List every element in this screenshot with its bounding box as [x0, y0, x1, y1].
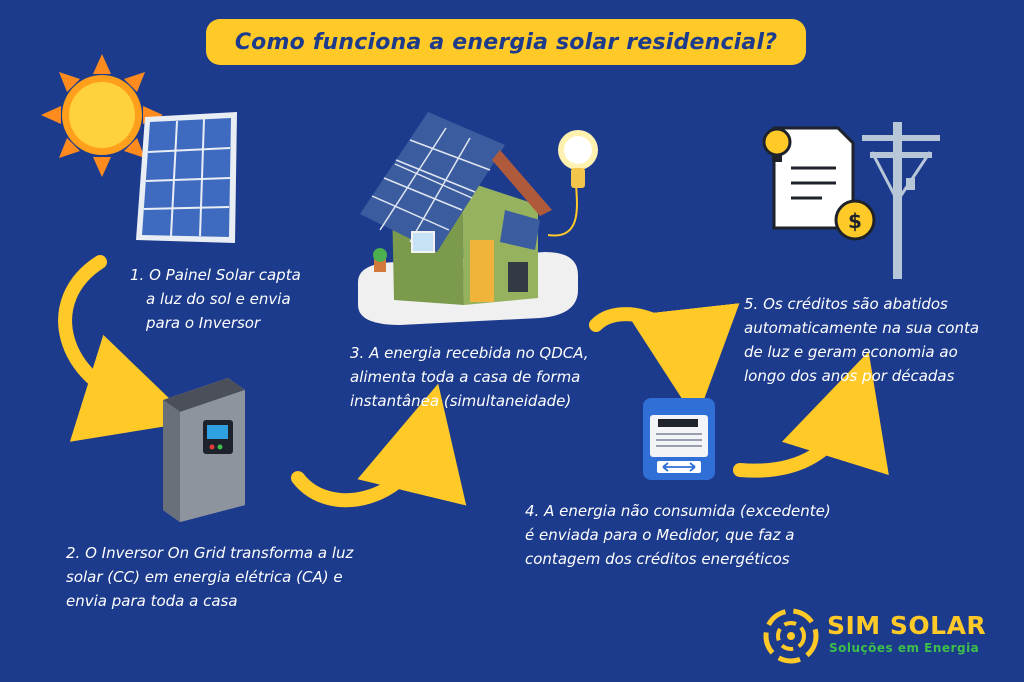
step-4-text: 4. A energia não consumida (excedente) é… [525, 499, 855, 571]
house-icon [358, 112, 578, 325]
arrow-3 [589, 303, 740, 421]
step-5-line-2: automaticamente na sua conta [744, 319, 980, 337]
arrow-1 [58, 255, 194, 442]
step-2-text: 2. O Inversor On Grid transforma a luz s… [66, 541, 396, 613]
logo-name: SIM SOLAR [827, 611, 987, 640]
step-5-text: 5. Os créditos são abatidos automaticame… [744, 292, 994, 388]
step-3-line-1: A energia recebida no QDCA, [369, 344, 589, 362]
sun-icon [41, 54, 163, 177]
page-title: Como funciona a energia solar residencia… [234, 29, 778, 55]
step-1-line-3: para o Inversor [146, 314, 261, 332]
logo-tagline: Soluções em Energia [829, 641, 980, 655]
step-5-line-4: longo dos anos por décadas [744, 367, 955, 385]
arrow-2 [291, 383, 467, 508]
arrow-4 [733, 351, 889, 478]
step-5-line-3: de luz e geram economia ao [744, 343, 958, 361]
light-bulb-icon [547, 130, 598, 237]
step-2-line-1: O Inversor On Grid transforma a luz [85, 544, 354, 562]
title-banner: Como funciona a energia solar residencia… [206, 19, 806, 65]
step-2-line-3: envia para toda a casa [66, 592, 238, 610]
step-4-line-2: é enviada para o Medidor, que faz a [525, 526, 795, 544]
step-1-line-1: O Painel Solar capta [149, 266, 301, 284]
bill-icon [762, 126, 855, 230]
step-5-number: 5. [744, 295, 759, 313]
step-3-line-2: alimenta toda a casa de forma [350, 368, 581, 386]
inverter-icon [163, 378, 245, 522]
step-1-line-2: a luz do sol e envia [146, 290, 291, 308]
step-3-text: 3. A energia recebida no QDCA, alimenta … [350, 341, 620, 413]
electric-meter-icon [643, 398, 715, 480]
step-1-number: 1. [130, 266, 145, 284]
step-3-line-3: instantânea (simultaneidade) [350, 392, 572, 410]
step-4-line-1: A energia não consumida (excedente) [544, 502, 831, 520]
svg-text:$: $ [848, 209, 862, 233]
dollar-icon: $ [834, 199, 876, 241]
step-3-number: 3. [350, 344, 365, 362]
utility-pole-icon [862, 122, 940, 279]
step-4-number: 4. [525, 502, 540, 520]
logo-icon [763, 608, 819, 664]
step-2-line-2: solar (CC) em energia elétrica (CA) e [66, 568, 343, 586]
step-2-number: 2. [66, 544, 81, 562]
solar-panel-icon [136, 112, 237, 243]
step-5-line-1: Os créditos são abatidos [763, 295, 948, 313]
step-4-line-3: contagem dos créditos energéticos [525, 550, 790, 568]
step-1-text: 1. O Painel Solar capta a luz do sol e e… [130, 263, 330, 335]
